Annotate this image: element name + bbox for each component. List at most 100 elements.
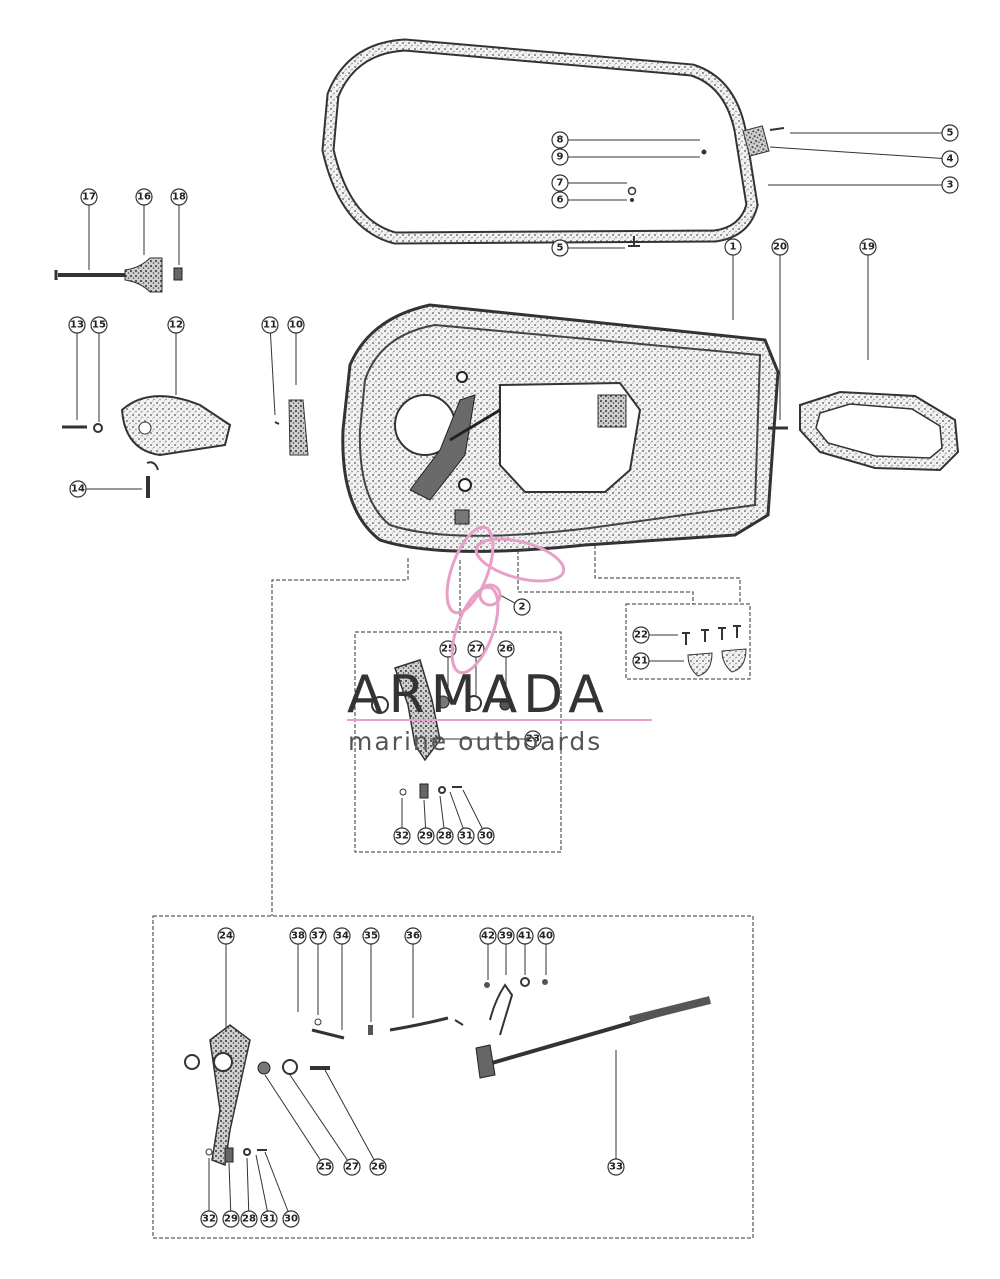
callout-number: 27 bbox=[469, 644, 483, 655]
callout-5: 5 bbox=[551, 239, 569, 257]
callout-number: 17 bbox=[82, 192, 96, 203]
callout-26: 26 bbox=[369, 1158, 387, 1176]
callout-circle bbox=[404, 927, 422, 945]
callout-circle bbox=[309, 927, 327, 945]
callout-10: 10 bbox=[287, 316, 305, 334]
callout-circle bbox=[477, 827, 495, 845]
callout-6: 6 bbox=[551, 191, 569, 209]
callout-2: 2 bbox=[513, 598, 531, 616]
callout-number: 12 bbox=[169, 320, 183, 331]
callout-circle bbox=[222, 1210, 240, 1228]
callout-circle bbox=[289, 927, 307, 945]
callout-number: 27 bbox=[345, 1162, 359, 1173]
callout-21: 21 bbox=[632, 652, 650, 670]
callout-number: 4 bbox=[947, 154, 954, 165]
callout-20: 20 bbox=[771, 238, 789, 256]
callout-number: 11 bbox=[263, 320, 277, 331]
callout-circle bbox=[479, 927, 497, 945]
callout-14: 14 bbox=[69, 480, 87, 498]
callout-circle bbox=[941, 150, 959, 168]
callout-circle bbox=[551, 191, 569, 209]
callout-3: 3 bbox=[941, 176, 959, 194]
callout-number: 18 bbox=[172, 192, 186, 203]
callout-42: 42 bbox=[479, 927, 497, 945]
callout-number: 35 bbox=[364, 931, 378, 942]
callout-number: 30 bbox=[479, 831, 493, 842]
callout-circle bbox=[537, 927, 555, 945]
callout-26: 26 bbox=[497, 640, 515, 658]
callout-circle bbox=[90, 316, 108, 334]
callout-circle bbox=[632, 652, 650, 670]
callout-number: 23 bbox=[526, 734, 540, 745]
callout-36: 36 bbox=[404, 927, 422, 945]
callout-circle bbox=[362, 927, 380, 945]
callout-circle bbox=[316, 1158, 334, 1176]
callout-25: 25 bbox=[316, 1158, 334, 1176]
callout-11: 11 bbox=[261, 316, 279, 334]
callout-38: 38 bbox=[289, 927, 307, 945]
callout-number: 14 bbox=[71, 484, 85, 495]
callout-number: 31 bbox=[459, 831, 473, 842]
callout-circle bbox=[217, 927, 235, 945]
watermark: ARMADA marine outboards bbox=[347, 525, 652, 756]
callout-number: 32 bbox=[202, 1214, 216, 1225]
callout-number: 25 bbox=[441, 644, 455, 655]
leader-line bbox=[289, 1074, 353, 1168]
callout-number: 9 bbox=[557, 152, 564, 163]
callout-circle bbox=[497, 927, 515, 945]
callout-circle bbox=[551, 148, 569, 166]
inset-box-fasteners bbox=[625, 603, 751, 680]
callout-number: 39 bbox=[499, 931, 513, 942]
callout-circle bbox=[69, 480, 87, 498]
connector-line-1 bbox=[271, 558, 409, 916]
connector-line-3 bbox=[517, 550, 694, 604]
callout-22: 22 bbox=[632, 626, 650, 644]
callout-circle bbox=[771, 238, 789, 256]
callout-number: 28 bbox=[438, 831, 452, 842]
callout-circle bbox=[516, 927, 534, 945]
callout-17: 17 bbox=[80, 188, 98, 206]
callout-circle bbox=[513, 598, 531, 616]
callout-circle bbox=[200, 1210, 218, 1228]
callout-number: 31 bbox=[262, 1214, 276, 1225]
leader-line bbox=[264, 1074, 326, 1168]
callout-number: 33 bbox=[609, 1162, 623, 1173]
propeller-logo-icon bbox=[445, 525, 566, 675]
callout-number: 42 bbox=[481, 931, 495, 942]
leader-line bbox=[264, 1151, 292, 1220]
callout-circle bbox=[607, 1158, 625, 1176]
callout-number: 28 bbox=[242, 1214, 256, 1225]
callout-number: 26 bbox=[499, 644, 513, 655]
callout-41: 41 bbox=[516, 927, 534, 945]
callout-1: 1 bbox=[724, 238, 742, 256]
callout-circle bbox=[941, 176, 959, 194]
connector-line-4 bbox=[594, 545, 741, 604]
callout-circle bbox=[457, 827, 475, 845]
callout-number: 20 bbox=[773, 242, 787, 253]
callout-30: 30 bbox=[477, 827, 495, 845]
callout-number: 10 bbox=[289, 320, 303, 331]
callout-number: 37 bbox=[311, 931, 325, 942]
callout-5: 5 bbox=[941, 124, 959, 142]
callout-number: 5 bbox=[557, 243, 564, 254]
callout-circle bbox=[167, 316, 185, 334]
callout-number: 32 bbox=[395, 831, 409, 842]
callout-circle bbox=[551, 174, 569, 192]
leader-line bbox=[255, 1154, 270, 1220]
callout-circle bbox=[343, 1158, 361, 1176]
gasket-part bbox=[768, 390, 960, 472]
callout-circle bbox=[282, 1210, 300, 1228]
callout-number: 8 bbox=[557, 135, 564, 146]
inset-box-linkage bbox=[152, 915, 754, 1239]
callout-29: 29 bbox=[417, 827, 435, 845]
callout-7: 7 bbox=[551, 174, 569, 192]
callout-circle bbox=[80, 188, 98, 206]
callout-number: 34 bbox=[335, 931, 349, 942]
callout-number: 26 bbox=[371, 1162, 385, 1173]
callout-number: 2 bbox=[519, 602, 526, 613]
callout-13: 13 bbox=[68, 316, 86, 334]
callout-number: 29 bbox=[224, 1214, 238, 1225]
callout-23: 23 bbox=[524, 730, 542, 748]
callout-circle bbox=[287, 316, 305, 334]
callout-number: 36 bbox=[406, 931, 420, 942]
